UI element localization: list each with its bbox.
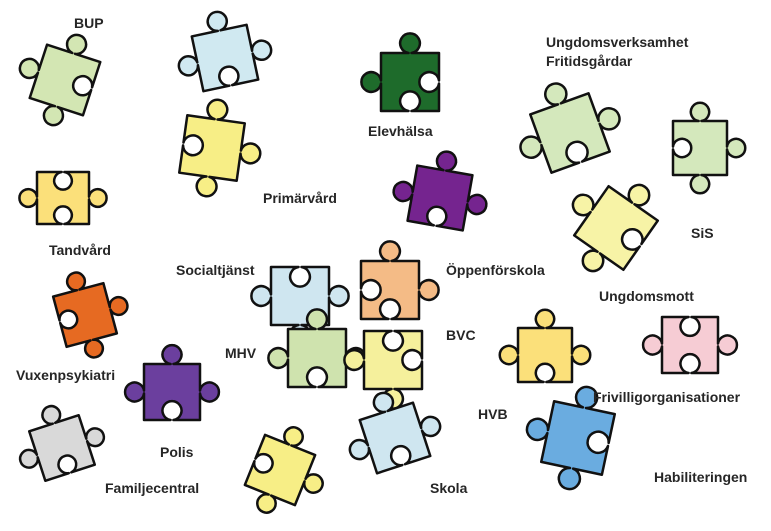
label-tandvard: Tandvård (49, 242, 111, 258)
label-bvc: BVC (446, 327, 476, 343)
label-vuxenpsykiatri: Vuxenpsykiatri (16, 367, 116, 383)
piece-elevhalsa (360, 32, 441, 113)
label-skola: Skola (430, 480, 468, 496)
label-fritidsgardar: Fritidsgårdar (546, 53, 633, 69)
label-bup: BUP (74, 15, 104, 31)
label-sis: SiS (691, 225, 714, 241)
piece-mhv (267, 308, 367, 389)
piece-ungdomsverksamhet (519, 82, 621, 174)
piece-socialtjanst (250, 265, 350, 346)
piece-ungdomsmott (571, 183, 660, 273)
label-frivilligorganisationer: Frivilligorganisationer (593, 389, 741, 405)
piece-sis (671, 101, 747, 195)
piece-familjecentral (18, 404, 106, 483)
piece-hvb (525, 385, 617, 491)
label-primarvard: Primärvård (263, 190, 337, 206)
label-ungdomsmott: Ungdomsmott (599, 288, 694, 304)
label-oppenforskola: Öppenförskola (446, 262, 545, 278)
piece-bup (18, 33, 102, 127)
piece-top-blue (177, 10, 273, 93)
piece-bvc (343, 329, 424, 410)
label-ungdomsverksamhet: Ungdomsverksamhet (546, 34, 689, 50)
piece-tandvard (18, 170, 108, 226)
piece-bottom-yellow (243, 426, 324, 514)
label-familjecentral: Familjecentral (105, 480, 200, 496)
label-elevhalsa: Elevhälsa (368, 123, 433, 139)
piece-polis (123, 343, 221, 422)
label-hvb: HVB (478, 406, 508, 422)
piece-purple-mid (392, 150, 488, 232)
label-polis: Polis (160, 444, 194, 460)
piece-skola (348, 391, 442, 475)
label-habiliteringen: Habiliteringen (654, 469, 748, 485)
piece-oppenforskola (359, 240, 440, 321)
piece-frivilligorganisationer (641, 315, 739, 375)
piece-bvc-right (498, 308, 592, 384)
piece-vuxenpsykiatri (51, 271, 129, 359)
label-mhv: MHV (225, 345, 257, 361)
label-socialtjanst: Socialtjänst (176, 262, 255, 278)
piece-primarvard (177, 98, 262, 198)
